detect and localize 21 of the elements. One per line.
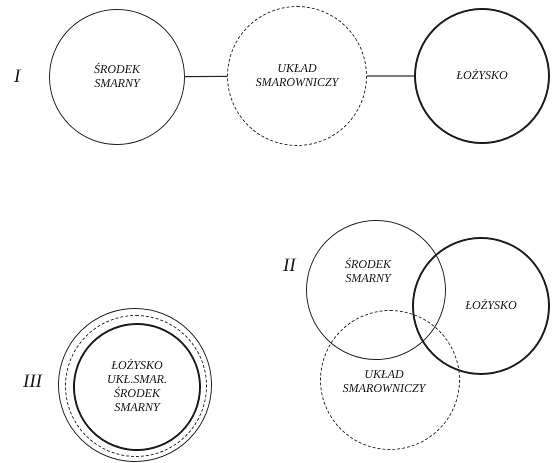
circle-label: ŚRODEK SMARNY xyxy=(113,387,162,415)
circle xyxy=(414,8,550,144)
connector-line xyxy=(185,76,227,78)
section-numeral: I xyxy=(14,66,20,88)
circle-label: ŁOŻYSKO xyxy=(110,359,164,374)
circle xyxy=(49,9,185,145)
circle xyxy=(320,310,460,450)
connector-line xyxy=(367,75,414,77)
circle xyxy=(227,6,367,146)
circle-label: UKŁ.SMAR. xyxy=(106,373,168,386)
circle-label: ŚRODEK SMARNY xyxy=(344,258,393,286)
circle-label: ŁOŻYSKO xyxy=(464,299,518,313)
section-numeral: II xyxy=(283,255,296,277)
circle xyxy=(306,220,446,360)
circle-label: ŁOŻYSKO xyxy=(455,69,509,83)
circle-label: UKŁAD SMAROWNICZY xyxy=(254,62,340,90)
circle-label: UKŁAD SMAROWNICZY xyxy=(342,368,428,396)
section-numeral: III xyxy=(23,371,42,393)
circle xyxy=(412,237,550,375)
circle xyxy=(73,323,201,451)
circle-label: ŚRODEK SMARNY xyxy=(93,63,142,91)
